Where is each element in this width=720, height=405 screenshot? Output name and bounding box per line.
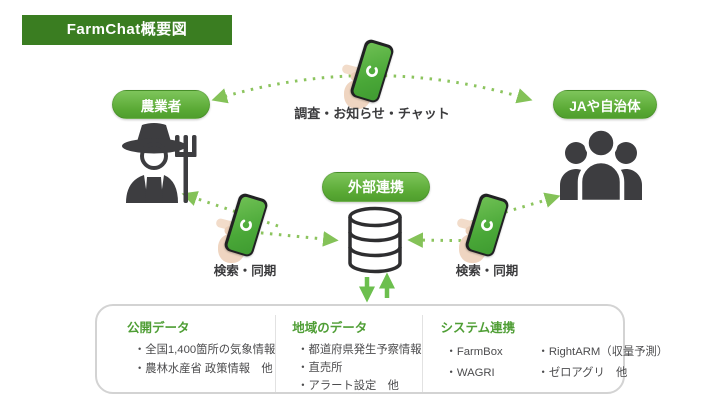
panel-heading: 地域のデータ	[292, 321, 368, 335]
database-icon	[348, 206, 402, 274]
phone-screen	[467, 195, 507, 255]
panel-item: ・RightARM（収量予測）	[537, 346, 669, 358]
panel-heading: システム連携	[440, 321, 516, 335]
farmchat-logo-icon	[481, 219, 493, 231]
panel-item: ・WAGRI	[445, 367, 495, 379]
system-link-grid: ・FarmBox ・RightARM（収量予測） ・WAGRI ・ゼロアグリ 他	[441, 343, 669, 380]
panel-regional-data: 地域のデータ ・都道府県発生予察情報 ・直売所 ・アラート設定 他	[275, 315, 422, 392]
panel-item: ・直売所	[297, 362, 343, 374]
panel-item: ・FarmBox	[445, 346, 503, 358]
panel-system-link: システム連携 ・FarmBox ・RightARM（収量予測） ・WAGRI ・…	[421, 315, 669, 392]
panel-item: ・アラート設定 他	[297, 380, 399, 392]
phone-icon	[222, 191, 270, 259]
phone-screen	[226, 195, 266, 255]
phone-screen	[352, 41, 392, 101]
farmchat-logo-icon	[240, 219, 252, 231]
people-group-icon	[560, 126, 642, 202]
farmer-icon	[122, 123, 197, 203]
smartphone-left	[214, 191, 276, 268]
panel-heading: 公開データ	[127, 321, 190, 335]
panel-public-data: 公開データ ・全国1,400箇所の気象情報 ・農林水産省 政策情報 他	[97, 315, 275, 392]
diagram-title: FarmChat概要図	[22, 15, 232, 45]
farmchat-logo-icon	[366, 65, 378, 77]
node-ja-municipality: JAや自治体	[553, 90, 657, 119]
panel-item: ・農林水産省 政策情報 他	[134, 363, 273, 375]
panel-item: ・都道府県発生予察情報	[297, 344, 422, 356]
phone-icon	[348, 37, 396, 105]
arrow-phone-to-ja	[461, 192, 561, 227]
data-sources-panel: 公開データ ・全国1,400箇所の気象情報 ・農林水産省 政策情報 他 地域のデ…	[95, 304, 668, 394]
panel-item: ・ゼロアグリ 他	[537, 367, 628, 379]
edge-label-search-sync-right: 検索・同期	[455, 264, 519, 278]
node-farmer: 農業者	[112, 90, 210, 119]
node-external-link: 外部連携	[322, 172, 430, 202]
edge-label-search-sync-left: 検索・同期	[213, 264, 277, 278]
edge-label-survey-notice-chat: 調査・お知らせ・チャット	[294, 106, 450, 121]
smartphone-right	[455, 191, 517, 268]
phone-icon	[463, 191, 511, 259]
panel-item: ・全国1,400箇所の気象情報	[134, 344, 276, 356]
